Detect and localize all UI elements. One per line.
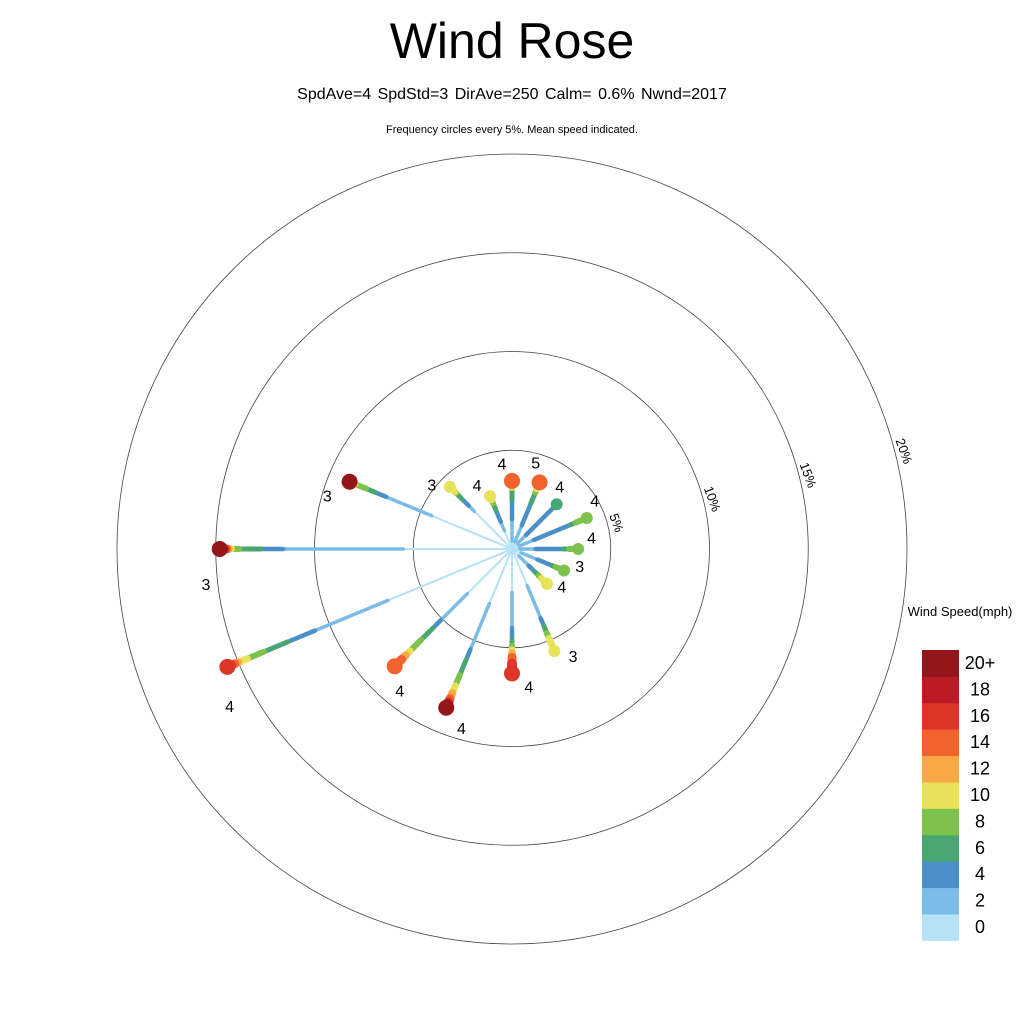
mean-speed-label: 3: [427, 477, 436, 494]
legend-label: 6: [975, 838, 985, 858]
mean-speed-label: 4: [524, 680, 533, 697]
spoke-end-dot: [580, 512, 593, 525]
ring-label: 5%: [606, 511, 627, 534]
spoke-end-dot: [504, 472, 520, 489]
spoke-end-dot: [572, 543, 585, 555]
legend-swatch: [922, 650, 959, 677]
legend-swatch: [922, 887, 959, 915]
legend-swatch: [922, 702, 959, 730]
legend-swatch: [922, 808, 959, 836]
legend-label: 0: [975, 917, 985, 937]
legend-label: 16: [970, 706, 990, 726]
spoke-segment: [511, 548, 529, 586]
legend-swatch: [922, 782, 959, 809]
spoke-segment: [519, 501, 534, 528]
legend-label: 18: [970, 679, 990, 699]
spoke-segment: [387, 548, 513, 602]
spoke-end-dot: [211, 541, 228, 557]
frequency-ring: [116, 153, 908, 945]
mean-speed-label: 3: [323, 489, 332, 506]
mean-speed-label: 4: [225, 699, 234, 716]
spoke-segment: [519, 551, 540, 562]
legend-label: 2: [975, 891, 985, 911]
mean-speed-label: 3: [569, 649, 578, 666]
legend-swatch: [922, 914, 959, 941]
spoke-segment: [468, 601, 492, 652]
spoke-end-dot: [558, 564, 571, 577]
spoke-segment: [473, 510, 513, 550]
legend-swatch: [922, 729, 959, 757]
spoke-segment: [535, 557, 555, 568]
mean-speed-label: 4: [555, 479, 564, 496]
spoke-segment: [285, 628, 318, 645]
mean-speed-label: 4: [557, 579, 566, 596]
spoke-end-dot: [540, 577, 553, 590]
legend-label: 8: [975, 811, 985, 831]
spoke-end-dot: [219, 658, 236, 675]
spoke-segment: [513, 523, 524, 544]
chart-note: Frequency circles every 5%. Mean speed i…: [386, 124, 638, 136]
spoke-segment: [517, 538, 536, 548]
spoke-end-dot: [484, 490, 497, 503]
spoke-segment: [523, 504, 557, 538]
spoke-end-dot: [386, 658, 403, 675]
mean-speed-label: 4: [473, 478, 482, 495]
spoke-segment: [313, 598, 390, 633]
spoke-segment: [503, 530, 513, 550]
chart-title: Wind Rose: [389, 13, 635, 69]
spoke-end-dot: [443, 480, 456, 493]
ring-label: 10%: [701, 484, 724, 514]
spoke-end-dot: [504, 665, 520, 682]
spoke-end-dot: [531, 474, 548, 491]
legend-swatch: [922, 834, 959, 862]
legend-swatch: [922, 861, 959, 889]
spoke-segment: [531, 522, 573, 543]
spoke-segment: [431, 514, 513, 550]
spoke-segment: [261, 639, 291, 655]
spoke-end-dot: [341, 473, 358, 490]
spoke-segment: [517, 554, 531, 568]
mean-speed-label: 4: [590, 494, 599, 511]
legend-label: 20+: [965, 653, 996, 673]
spoke-segment: [488, 548, 513, 605]
mean-speed-label: 3: [575, 559, 584, 576]
spoke-end-dot: [438, 699, 455, 716]
spoke-segment: [439, 591, 470, 622]
spoke-end-dot: [548, 645, 561, 658]
ring-label: 20%: [893, 436, 916, 466]
legend-label: 14: [970, 732, 990, 752]
spoke-segment: [525, 583, 543, 621]
spoke-segment: [466, 548, 513, 595]
chart-subtitle: SpdAve=4 SpdStd=3 DirAve=250 Calm= 0.6% …: [297, 86, 727, 103]
mean-speed-label: 5: [531, 455, 540, 472]
mean-speed-label: 4: [587, 531, 596, 548]
ring-label: 15%: [797, 460, 820, 490]
legend-label: 10: [970, 785, 990, 805]
mean-speed-label: 4: [457, 721, 466, 738]
legend-label: 4: [975, 864, 985, 884]
mean-speed-label: 4: [497, 457, 506, 474]
legend-title: Wind Speed(mph): [908, 604, 1013, 619]
legend-swatch: [922, 676, 959, 704]
mean-speed-label: 3: [201, 577, 210, 594]
spoke-segment: [384, 495, 434, 518]
spoke-end-dot: [550, 498, 563, 511]
legend-swatch: [922, 755, 959, 783]
mean-speed-label: 4: [395, 683, 404, 700]
legend-label: 12: [970, 759, 990, 779]
